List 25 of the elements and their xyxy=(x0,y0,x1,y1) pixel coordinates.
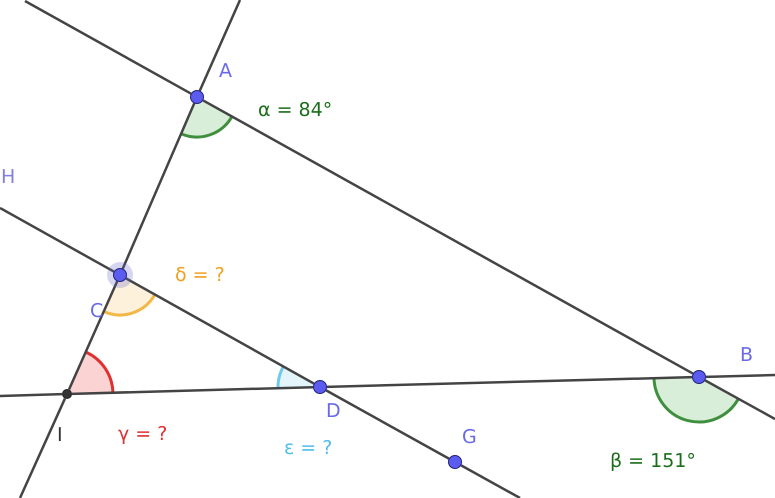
point-marker xyxy=(313,380,327,394)
point-label: A xyxy=(219,62,232,81)
point-label: H xyxy=(1,168,16,187)
point-marker xyxy=(190,90,204,104)
line-segment xyxy=(126,277,314,385)
point-label: D xyxy=(326,402,341,421)
line-segment xyxy=(326,376,692,388)
line-segment xyxy=(326,389,450,460)
point-marker xyxy=(692,370,706,384)
line-segment xyxy=(68,280,118,390)
point-marker xyxy=(113,268,127,282)
point-label: G xyxy=(462,428,477,447)
point-label: C xyxy=(90,302,104,321)
angle-label: γ = ? xyxy=(118,425,168,444)
angle-label: ε = ? xyxy=(284,439,332,458)
point-marker xyxy=(448,455,462,469)
angle-label: δ = ? xyxy=(175,266,225,285)
line-segment xyxy=(202,99,694,375)
point-label: B xyxy=(740,346,754,365)
point-marker xyxy=(62,389,72,399)
angle-label: α = 84° xyxy=(258,101,332,120)
line-segment xyxy=(122,102,196,270)
line-segment xyxy=(72,386,314,396)
point-label: I xyxy=(57,426,63,445)
angle-label: β = 151° xyxy=(610,452,696,471)
